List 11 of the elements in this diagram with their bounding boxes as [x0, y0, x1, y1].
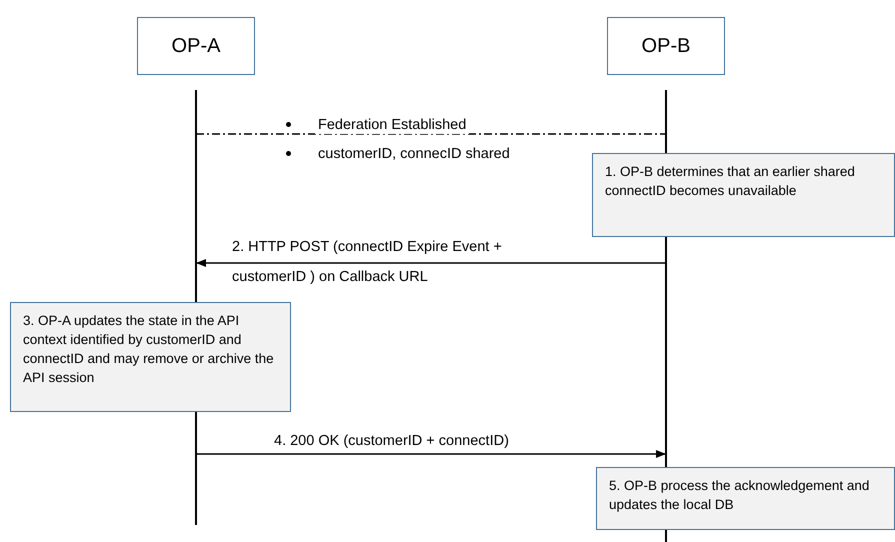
participant-box: OP-A: [137, 17, 255, 75]
bullet-text: Federation Established: [315, 116, 470, 134]
message-arrow: [196, 450, 666, 458]
note-box: 1. OP-B determines that an earlier shared connectID becomes unavailable: [592, 153, 895, 237]
message-arrow: [196, 259, 666, 267]
note-box: 3. OP-A updates the state in the API context identified by customerID and connectID and may remove or archive the API session: [10, 302, 291, 412]
dash-dot-line: [196, 133, 666, 135]
note-box: 5. OP-B process the acknowledgement and updates the local DB: [596, 467, 895, 530]
edge-label: 4. 200 OK (customerID + connectID): [273, 432, 510, 451]
edge-label: 2. HTTP POST (connectID Expire Event + customerID ) on Callback URL: [231, 238, 503, 287]
participant-box: OP-B: [607, 17, 725, 75]
